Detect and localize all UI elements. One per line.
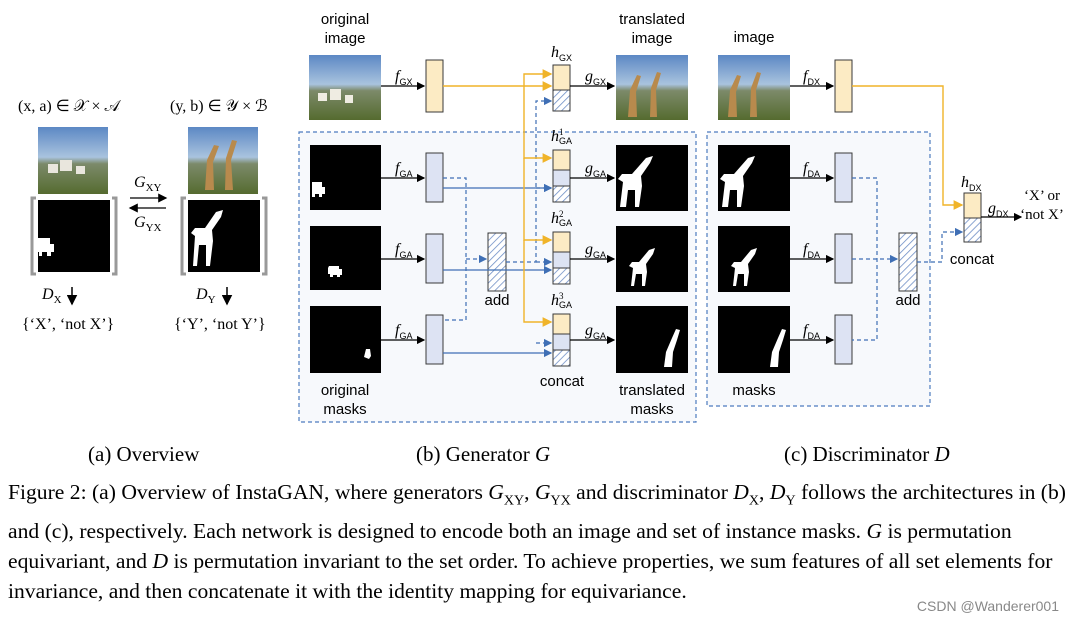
generator-add-block — [487, 232, 507, 292]
discriminator-concat-label: concat — [949, 251, 995, 268]
generator-fga-2-label: fGA — [395, 241, 413, 261]
overview-panel — [30, 127, 268, 306]
overview-gyx-label: GYX — [134, 214, 162, 235]
generator-out-mask-3 — [616, 306, 688, 373]
overview-image-y — [188, 127, 258, 194]
generator-feature-fgx — [425, 59, 444, 113]
discriminator-feature-fdx — [834, 59, 853, 113]
generator-mask-3 — [310, 306, 381, 373]
generator-concat-hga-1 — [552, 149, 571, 203]
generator-panel — [298, 55, 697, 423]
overview-mask-x-shape — [38, 238, 54, 256]
generator-fgx-label: fGX — [395, 68, 413, 88]
overview-image-x-animals — [48, 160, 85, 174]
discriminator-add-label: add — [895, 292, 921, 309]
generator-gga-2-label: gGA — [585, 241, 607, 261]
generator-solid-connectors — [443, 183, 553, 358]
overview-image-x — [38, 127, 108, 194]
generator-fga-3-label: fGA — [395, 322, 413, 342]
discriminator-concat-hdx — [963, 192, 982, 243]
discriminator-output-label: ‘X’ or ‘not X’ — [1020, 188, 1064, 223]
generator-original-image-label: original image — [320, 11, 370, 47]
subcaption-discriminator: (c) Discriminator D — [784, 442, 950, 466]
generator-translated-masks-label: translated masks — [619, 382, 685, 418]
generator-input-image-animals — [318, 89, 353, 103]
generator-concat-hga-3 — [552, 313, 571, 367]
generator-mask-2-shape — [328, 266, 342, 277]
discriminator-image-feature-connector — [852, 85, 964, 210]
generator-hgx-label: hGX — [551, 44, 573, 64]
generator-feature-fga-1 — [425, 152, 444, 203]
generator-feature-fga-2 — [425, 233, 444, 284]
subcaption-overview: (a) Overview — [88, 442, 200, 466]
generator-ggx-label: gGX — [585, 68, 607, 88]
overview-gxy-label: GXY — [134, 174, 162, 195]
discriminator-mask-2 — [718, 226, 790, 292]
discriminator-fda-2-label: fDA — [803, 241, 820, 261]
watermark: CSDN @Wanderer001 — [916, 598, 1059, 614]
overview-output-x: {‘X’, ‘not X’} — [22, 316, 115, 333]
overview-mask-x-bracket-right — [112, 196, 118, 276]
discriminator-dashed-connectors — [852, 177, 964, 341]
overview-output-y: {‘Y’, ‘not Y’} — [174, 316, 266, 333]
generator-out-mask-2 — [616, 226, 688, 292]
generator-feature-fga-3 — [425, 314, 444, 365]
overview-dx-label: DX — [42, 286, 62, 307]
discriminator-mask-2-shape — [731, 248, 757, 286]
generator-gga-1-label: gGA — [585, 160, 607, 180]
generator-out-mask-2-shape — [629, 248, 655, 286]
discriminator-fda-1-label: fDA — [803, 160, 820, 180]
generator-mask-3-shape — [364, 349, 371, 359]
generator-image-feature-connectors — [443, 69, 553, 327]
discriminator-image-label: image — [733, 29, 775, 46]
discriminator-panel — [706, 55, 1023, 407]
overview-mask-x-bracket-left — [30, 196, 36, 276]
discriminator-feature-fda-3 — [834, 314, 853, 365]
discriminator-masks-label: masks — [732, 382, 776, 399]
overview-mask-x — [38, 200, 110, 272]
generator-concat-label: concat — [539, 373, 585, 390]
discriminator-fdx-label: fDX — [803, 68, 820, 88]
generator-concat-hgx — [552, 64, 571, 112]
discriminator-mask-1-shape — [720, 156, 755, 207]
discriminator-fda-3-label: fDA — [803, 322, 820, 342]
discriminator-hdx-label: hDX — [961, 174, 982, 194]
overview-domain-y-label: (y, b) ∈ 𝒴 × ℬ — [170, 98, 268, 115]
overview-mask-y-bracket-left — [180, 196, 186, 276]
discriminator-add-block — [898, 232, 918, 292]
generator-gga-3-label: gGA — [585, 322, 607, 342]
generator-input-image — [309, 55, 381, 120]
figure-caption: Figure 2: (a) Overview of InstaGAN, wher… — [8, 477, 1068, 606]
subcaption-generator: (b) Generator G — [416, 442, 551, 466]
generator-mask-2 — [310, 226, 381, 290]
generator-mask-1 — [310, 145, 381, 210]
overview-image-y-giraffes — [205, 140, 237, 190]
generator-output-image-giraffes — [628, 72, 661, 117]
discriminator-input-image-giraffes — [728, 72, 761, 117]
figure-caption-text: Figure 2: (a) Overview of InstaGAN, wher… — [8, 480, 1066, 604]
generator-translated-image-label: translated image — [619, 11, 685, 47]
generator-original-masks-label: original masks — [320, 382, 370, 418]
generator-add-label: add — [484, 292, 510, 309]
generator-concat-hga-2 — [552, 231, 571, 285]
generator-fga-1-label: fGA — [395, 160, 413, 180]
overview-domain-x-label: (x, a) ∈ 𝒳 × 𝒜 — [18, 98, 120, 115]
instagan-architecture-figure — [30, 55, 1023, 423]
generator-out-mask-3-shape — [664, 329, 680, 367]
overview-dy-label: DY — [196, 286, 216, 307]
overview-mask-y-shape — [191, 210, 223, 266]
discriminator-gdx-label: gDX — [988, 200, 1009, 220]
generator-out-mask-1-shape — [618, 156, 653, 207]
discriminator-feature-fda-1 — [834, 152, 853, 203]
overview-mask-y-bracket-right — [262, 196, 268, 276]
generator-mask-1-shape — [312, 182, 325, 197]
discriminator-feature-fda-2 — [834, 233, 853, 284]
discriminator-mask-3-shape — [770, 329, 786, 367]
